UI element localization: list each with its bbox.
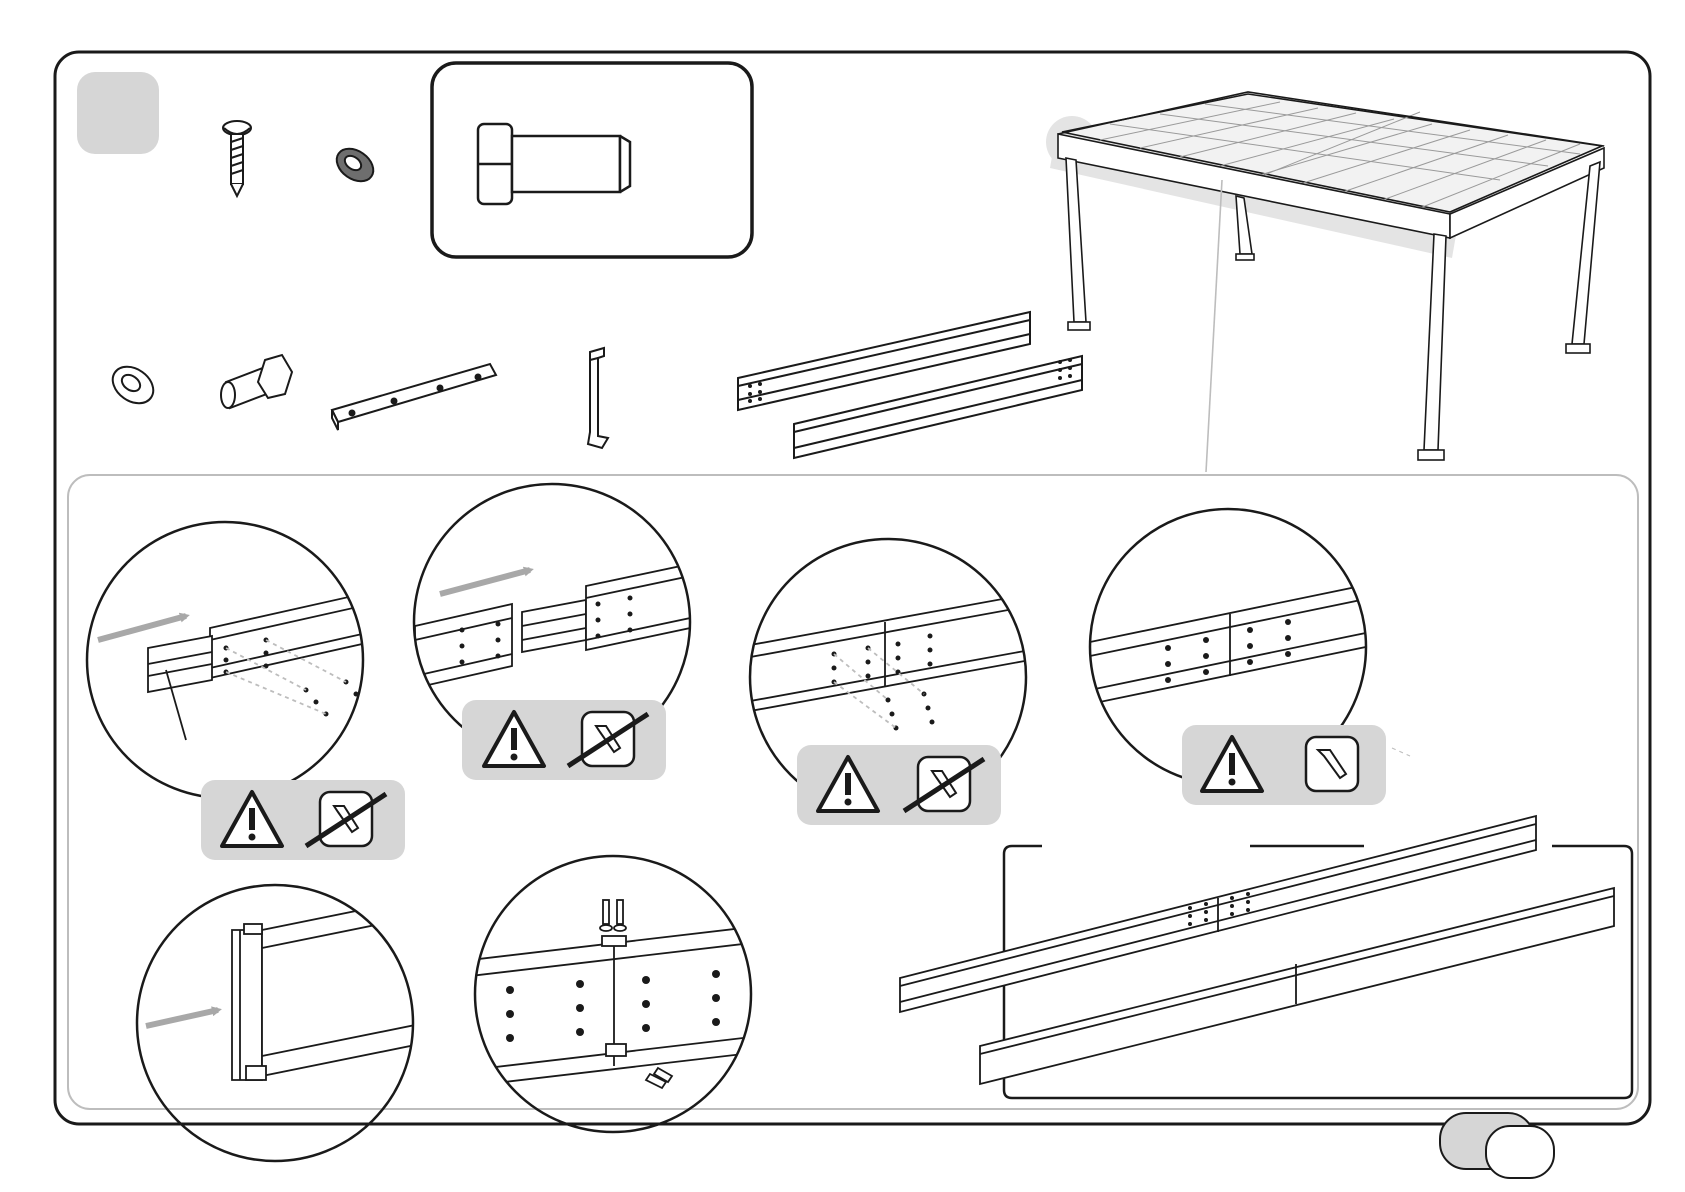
step-slide-beams — [414, 484, 700, 780]
pergola-overview-illustration — [1046, 92, 1604, 472]
step-fit-end-bracket — [137, 885, 420, 1161]
step-number-badge — [77, 72, 159, 154]
rubber-washer-icon — [331, 142, 380, 188]
step-insert-connector — [87, 522, 405, 860]
hex-key-icon — [1306, 737, 1358, 791]
connector-plate-icon — [332, 364, 496, 430]
flat-washer-icon — [106, 359, 160, 410]
step-fit-bolts — [745, 539, 1030, 825]
hex-bolt-closeup-icon — [478, 124, 630, 204]
self-tapping-screw-icon — [223, 121, 251, 196]
beam-sections-icon — [738, 312, 1082, 458]
result-panel — [900, 816, 1632, 1098]
direction-arrow — [440, 570, 530, 594]
hex-bolt-icon — [221, 355, 292, 408]
step-tighten-bolts — [1090, 509, 1410, 805]
step-fit-top-bottom-clips — [470, 856, 760, 1132]
direction-arrow — [146, 1010, 218, 1026]
bracket-icon — [588, 348, 608, 448]
direction-arrow — [98, 616, 186, 640]
